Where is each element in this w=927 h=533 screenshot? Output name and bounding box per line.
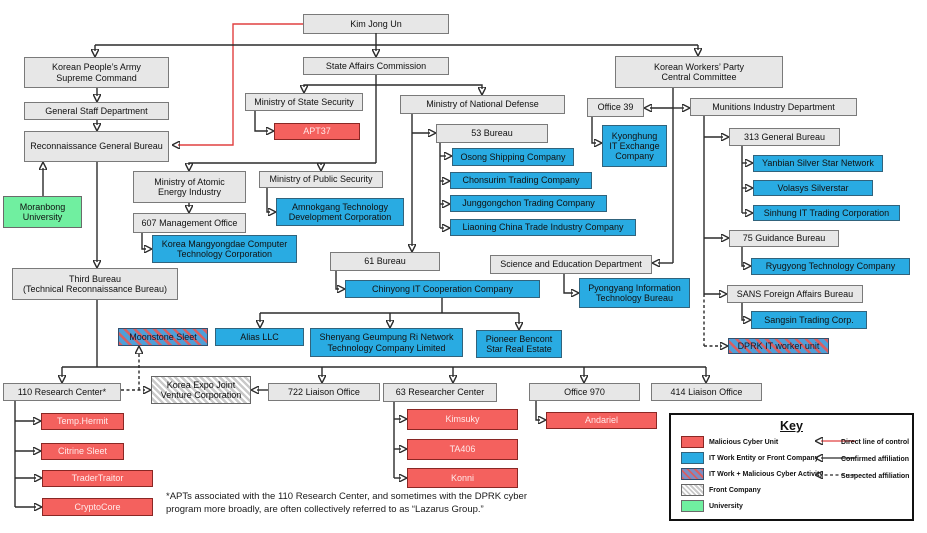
node-shenyang-geumpung: Shenyang Geumpung Ri Network Technology … xyxy=(310,328,463,357)
node-sinhung-it-trading: Sinhung IT Trading Corporation xyxy=(753,205,900,221)
node-office-39: Office 39 xyxy=(587,98,644,117)
confirmed-affiliation-arrow-icon xyxy=(811,453,855,463)
node-ministry-public-security: Ministry of Public Security xyxy=(259,171,383,188)
node-pioneer-bencont: Pioneer Bencont Star Real Estate xyxy=(476,330,562,358)
node-moonstone-sleet: Moonstone Sleet xyxy=(118,328,208,346)
node-kimsuky: Kimsuky xyxy=(407,409,518,430)
legend-swatch-it-work xyxy=(681,452,704,464)
node-sangsin-trading: Sangsin Trading Corp. xyxy=(751,311,867,329)
node-chinyong-it: Chinyong IT Cooperation Company xyxy=(345,280,540,298)
suspected-affiliation-arrow-icon xyxy=(811,470,855,480)
node-ministry-atomic-energy: Ministry of Atomic Energy Industry xyxy=(133,171,246,203)
node-ministry-national-defense: Ministry of National Defense xyxy=(400,95,565,114)
legend-swatch-it-malicious xyxy=(681,468,704,480)
node-korea-expo-jv: Korea Expo Joint Venture Corporation xyxy=(151,376,251,404)
node-citrine-sleet: Citrine Sleet xyxy=(41,443,124,460)
node-53-bureau: 53 Bureau xyxy=(436,124,548,143)
direct-control-arrow-icon xyxy=(811,436,855,446)
legend-label-suspected: Suspected affiliation xyxy=(841,473,910,480)
node-63-researcher-center: 63 Researcher Center xyxy=(383,383,497,402)
node-munitions-industry-department: Munitions Industry Department xyxy=(690,98,857,116)
lazarus-footnote: *APTs associated with the 110 Research C… xyxy=(166,491,527,516)
node-liaoning-china-trade: Liaoning China Trade Industry Company xyxy=(450,219,636,236)
node-cryptocore: CryptoCore xyxy=(42,498,153,516)
legend-label-it-malicious: IT Work + Malicious Cyber Activity xyxy=(709,471,824,478)
node-reconnaissance-general-bureau: Reconnaissance General Bureau xyxy=(24,131,169,162)
node-temp-hermit: Temp.Hermit xyxy=(41,413,124,430)
legend-label-direct-control: Direct line of control xyxy=(841,439,910,446)
node-alias-llc: Alias LLC xyxy=(215,328,304,346)
legend-label-it-work: IT Work Entity or Front Company xyxy=(709,455,819,462)
node-313-general-bureau: 313 General Bureau xyxy=(729,128,840,146)
node-korea-mangyongdae: Korea Mangyongdae Computer Technology Co… xyxy=(152,235,297,263)
legend-label-front-company: Front Company xyxy=(709,487,761,494)
node-junggongchon-trading: Junggongchon Trading Company xyxy=(450,195,607,212)
node-tradertraitor: TraderTraitor xyxy=(42,470,153,487)
node-ta406: TA406 xyxy=(407,439,518,460)
node-414-liaison-office: 414 Liaison Office xyxy=(651,383,762,401)
node-general-staff-department: General Staff Department xyxy=(24,102,169,120)
node-chonsurim-trading: Chonsurim Trading Company xyxy=(450,172,592,189)
node-75-guidance-bureau: 75 Guidance Bureau xyxy=(729,230,839,247)
node-kim-jong-un: Kim Jong Un xyxy=(303,14,449,34)
node-konni: Konni xyxy=(407,468,518,488)
node-dprk-it-worker-unit: DPRK IT worker unit xyxy=(728,338,829,354)
node-state-affairs-commission: State Affairs Commission xyxy=(303,57,449,75)
node-third-bureau: Third Bureau (Technical Reconnaissance B… xyxy=(12,268,178,300)
node-sans-foreign-affairs-bureau: SANS Foreign Affairs Bureau xyxy=(727,285,863,303)
node-722-liaison-office: 722 Liaison Office xyxy=(268,383,380,401)
node-kwp-central-committee: Korean Workers’ Party Central Committee xyxy=(615,56,783,88)
node-moranbong-university: Moranbong University xyxy=(3,196,82,228)
node-607-management-office: 607 Management Office xyxy=(133,213,246,233)
node-apt37: APT37 xyxy=(274,123,360,140)
node-pyongyang-itb: Pyongyang Information Technology Bureau xyxy=(579,278,690,308)
node-yanbian-silver-star: Yanbian Silver Star Network xyxy=(753,155,883,172)
node-science-education-department: Science and Education Department xyxy=(490,255,652,274)
legend-label-university: University xyxy=(709,503,743,510)
legend-swatch-university xyxy=(681,500,704,512)
node-office-970: Office 970 xyxy=(529,383,640,401)
node-ryugyong-technology: Ryugyong Technology Company xyxy=(751,258,910,275)
legend-key: Key Malicious Cyber Unit IT Work Entity … xyxy=(669,413,914,521)
node-kyonghung-it-exchange: Kyonghung IT Exchange Company xyxy=(602,125,667,167)
node-kpa-supreme-command: Korean People’s Army Supreme Command xyxy=(24,57,169,88)
legend-title: Key xyxy=(780,419,803,433)
legend-label-confirmed: Confirmed affiliation xyxy=(841,456,910,463)
node-volasys-silverstar: Volasys Silverstar xyxy=(753,180,873,196)
node-61-bureau: 61 Bureau xyxy=(330,252,440,271)
node-andariel: Andariel xyxy=(546,412,657,429)
legend-swatch-front-company xyxy=(681,484,704,496)
legend-swatch-malicious xyxy=(681,436,704,448)
node-110-research-center: 110 Research Center* xyxy=(3,383,121,401)
node-osong-shipping: Osong Shipping Company xyxy=(452,148,574,166)
legend-label-malicious: Malicious Cyber Unit xyxy=(709,439,779,446)
node-amnokgang-technology: Amnokgang Technology Development Corpora… xyxy=(276,198,404,226)
node-ministry-state-security: Ministry of State Security xyxy=(245,93,363,111)
